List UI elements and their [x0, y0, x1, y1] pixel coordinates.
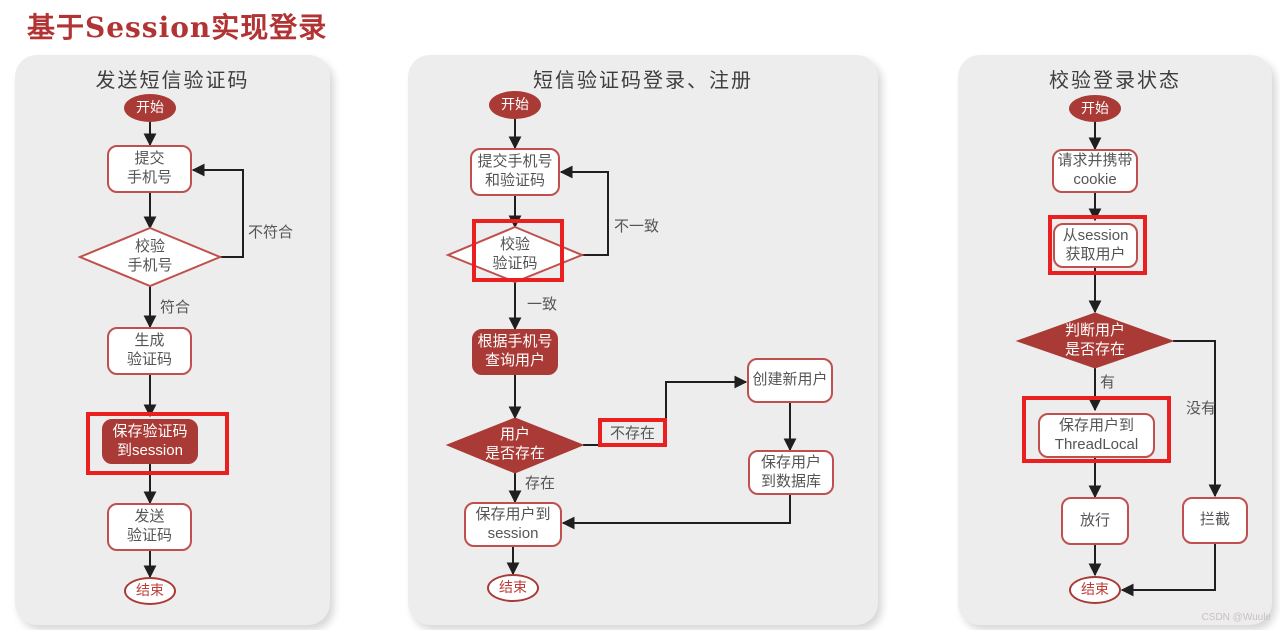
- edge-label-mismatch: 不一致: [614, 218, 660, 235]
- flow-arrows-layer: [77, 122, 244, 579]
- edge-label-fail: 不符合: [248, 224, 294, 241]
- end-node: 结束: [487, 574, 539, 602]
- process-save-db: 保存用户 到数据库: [748, 450, 834, 495]
- highlight-box-get-user: [1048, 215, 1147, 275]
- process-send-code: 发送 验证码: [107, 503, 192, 551]
- flow-arrow-intercept-end: [1120, 544, 1216, 597]
- flow-arrow-return: [561, 495, 791, 530]
- process-submit-phone-code: 提交手机号 和验证码: [470, 148, 560, 196]
- panel-title: 短信验证码登录、注册: [533, 68, 753, 92]
- decision-check-code-shape: [445, 225, 585, 284]
- process-save-code-session: 保存验证码 到session: [102, 419, 198, 464]
- process-get-user-session: 从session 获取用户: [1053, 223, 1138, 268]
- decision-user-exists-shape: [445, 417, 585, 474]
- edge-label-yes: 有: [1100, 374, 1116, 391]
- panel-title: 发送短信验证码: [95, 68, 250, 92]
- process-generate-code: 生成 验证码: [107, 327, 192, 375]
- process-create-user: 创建新用户: [747, 358, 833, 403]
- process-request-cookie: 请求并携带 cookie: [1052, 149, 1138, 193]
- process-intercept: 拦截: [1182, 497, 1248, 544]
- panel-check-login-state: 校验登录状态 开始 请求并携带 cookie 从session 获取用户 判断用…: [958, 55, 1272, 625]
- decision-check-phone-shape: [77, 226, 223, 288]
- process-submit-phone: 提交 手机号: [107, 145, 192, 193]
- decision-check-code-label: 校验 验证码: [492, 236, 538, 272]
- flow-arrows-layer: [1015, 122, 1222, 597]
- highlight-box-check-code: [472, 219, 564, 282]
- decision-judge-user-label: 判断用户 是否存在: [1064, 322, 1125, 358]
- panel-title: 校验登录状态: [1049, 68, 1181, 92]
- decision-judge-user-shape: [1015, 312, 1175, 369]
- highlight-box-threadlocal: [1022, 396, 1171, 463]
- process-save-session: 保存用户到 session: [464, 502, 562, 547]
- watermark: CSDN @Wuule: [1201, 612, 1271, 623]
- process-query-user: 根据手机号 查询用户: [472, 329, 558, 375]
- start-node: 开始: [489, 91, 541, 119]
- decision-check-phone-label: 校验 手机号: [127, 238, 173, 274]
- process-allow: 放行: [1061, 497, 1129, 545]
- page-title: 基于Session实现登录: [27, 11, 328, 44]
- process-save-threadlocal: 保存用户到 ThreadLocal: [1038, 413, 1155, 458]
- panel-sms-login-register: 短信验证码登录、注册 开始 提交手机号 和验证码 校验 验证码 不一致 一致 根…: [408, 55, 878, 625]
- start-node: 开始: [1069, 95, 1121, 122]
- decision-user-exists-label: 用户 是否存在: [484, 426, 545, 462]
- edge-label-exists: 存在: [525, 475, 556, 492]
- edge-label-pass: 符合: [160, 299, 191, 316]
- highlight-box-save-code: [86, 412, 229, 475]
- highlight-tag-not-exists: 不存在: [598, 418, 667, 447]
- end-node: 结束: [124, 577, 176, 605]
- start-node: 开始: [124, 94, 176, 122]
- flow-arrow-loop: [191, 163, 244, 258]
- edge-label-no: 没有: [1186, 400, 1217, 417]
- flow-arrow-loop: [559, 165, 609, 256]
- flow-arrows-layer: [445, 119, 797, 576]
- panel-send-sms-code: 发送短信验证码 开始 提交 手机号 校验 手机号 不符合 符合 生成 验证码 保…: [15, 55, 330, 625]
- flow-arrow-no-branch: [1173, 340, 1222, 498]
- edge-label-match: 一致: [527, 296, 558, 313]
- end-node: 结束: [1069, 576, 1121, 604]
